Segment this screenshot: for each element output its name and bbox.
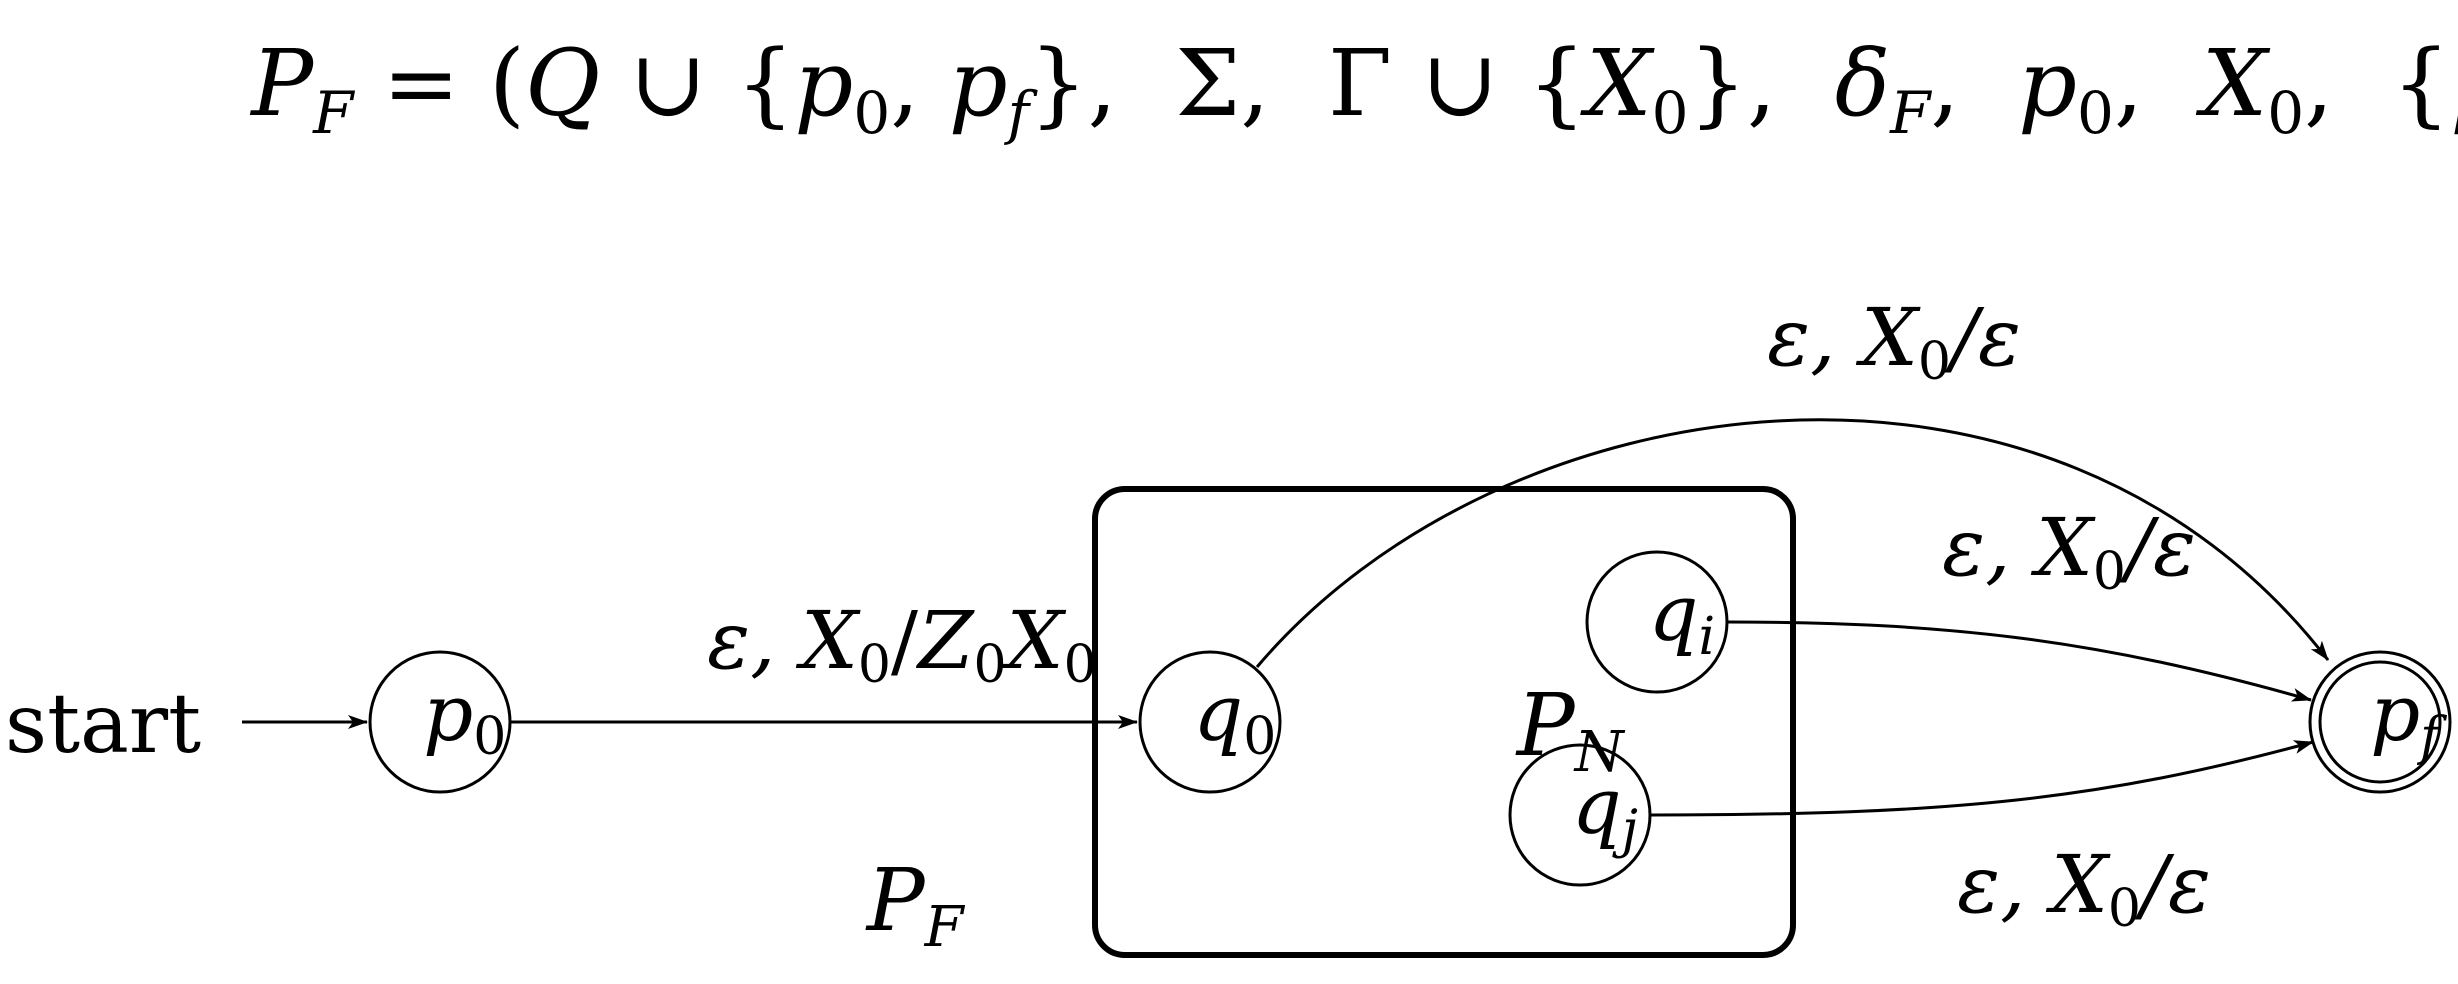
state-pf-name: p <box>2370 669 2420 759</box>
edge-p0-q0-Z: Z <box>915 594 975 687</box>
edge-q0-pf <box>1255 418 2330 668</box>
edge-q0-pf-X-sub: 0 <box>1918 332 1951 392</box>
state-qi-name: q <box>1649 569 1699 659</box>
formula-delta: δ <box>1835 30 1890 137</box>
edge-qi-pf-label: ε, X0/ε <box>1815 501 2272 602</box>
formula-p0: p <box>794 30 853 137</box>
pf-label-name: P <box>865 851 927 951</box>
formula-pfb: p <box>2450 30 2458 137</box>
edge-qj-pf-eps: ε, <box>1957 838 2051 931</box>
edge-qi-pf <box>1726 620 2312 702</box>
edge-qi-pf-X: X <box>2030 501 2096 594</box>
formula-lhs: P <box>249 30 315 137</box>
edge-qj-pf-tail: /ε <box>2134 838 2211 931</box>
formula-p0b-sub: 0 <box>2077 79 2114 147</box>
edge-p0-q0-Z-sub: 0 <box>974 635 1007 695</box>
edge-q0-pf-X: X <box>1855 291 1921 384</box>
formula-close1: }, <box>1029 30 1175 137</box>
state-p0-sub: 0 <box>473 707 506 767</box>
edge-q0-pf-tail: /ε <box>1944 291 2021 384</box>
formula-sigma: Σ <box>1175 30 1240 137</box>
pn-label-sub: N <box>1573 720 1626 785</box>
edge-p0-q0-X2-sub: 0 <box>1064 635 1097 695</box>
edge-p0-q0-X2: X <box>1001 594 1067 687</box>
state-pf-inner <box>2318 660 2442 784</box>
pf-label-sub: F <box>924 895 966 960</box>
state-pf-label: pf <box>2246 669 2458 773</box>
formula-X0: X <box>1580 30 1655 137</box>
state-qj-name: q <box>1572 762 1622 852</box>
formula-p0-sub: 0 <box>853 79 890 147</box>
edge-qj-pf <box>1649 740 2314 817</box>
state-qi-label: qi <box>1525 569 1790 673</box>
formula-lhs-sub: F <box>312 79 355 147</box>
formula-comma1: , <box>890 30 949 137</box>
pf-definition-formula: PF = (Q ∪ {p0, pf}, Σ, Γ ∪ {X0}, δF, p0,… <box>105 30 2458 147</box>
state-pf-sub: f <box>2416 707 2447 767</box>
state-qj-label: qj <box>1448 762 1712 866</box>
edge-qj-pf-label: ε, X0/ε <box>1830 838 2287 939</box>
state-q0 <box>1138 650 1282 794</box>
edge-p0-q0-X: X <box>795 594 861 687</box>
state-p0-name: p <box>423 669 473 759</box>
formula-cup2: ∪ { <box>1392 30 1586 137</box>
pn-label: PN <box>1380 676 1706 792</box>
edge-q0-pf-label: ε, X0/ε <box>1640 291 2097 392</box>
formula-delta-sub: F <box>1889 79 1932 147</box>
start-label: start <box>5 677 201 772</box>
state-qi <box>1585 550 1729 694</box>
edge-p0-q0-eps: ε, <box>707 594 801 687</box>
pn-label-name: P <box>1515 676 1577 776</box>
state-q0-label: q0 <box>1069 669 1350 773</box>
edge-qi-pf-tail: /ε <box>2119 501 2196 594</box>
formula-eq: = ( <box>353 30 524 137</box>
formula-comma4: , <box>2114 30 2202 137</box>
edge-p0-q0-X-sub: 0 <box>858 635 891 695</box>
edge-p0-q0-label: ε, X0/Z0X0 <box>580 594 1173 701</box>
formula-Q: Q <box>525 30 600 137</box>
edge-p0-q0-slash: / <box>891 594 918 687</box>
state-p0 <box>368 650 512 794</box>
edge-q0-pf-eps: ε, <box>1767 291 1861 384</box>
state-qj <box>1508 743 1652 887</box>
formula-comma3: , <box>1930 30 2018 137</box>
formula-close2: }, <box>1689 30 1835 137</box>
state-q0-sub: 0 <box>1243 707 1276 767</box>
state-p0-label: p0 <box>299 669 580 773</box>
formula-cup1: ∪ { <box>600 30 794 137</box>
state-q0-name: q <box>1193 669 1243 759</box>
formula-comma5: , { <box>2304 30 2450 137</box>
state-qi-sub: i <box>1698 607 1715 667</box>
pf-label: PF <box>730 851 1045 967</box>
formula-gamma: Γ <box>1328 30 1392 137</box>
formula-p0b: p <box>2018 30 2077 137</box>
formula-pf: p <box>949 30 1008 137</box>
formula-X0-sub: 0 <box>1652 79 1689 147</box>
edge-qj-pf-X-sub: 0 <box>2108 879 2141 939</box>
formula-comma2: , <box>1240 30 1328 137</box>
formula-X0b: X <box>2196 30 2271 137</box>
edge-qj-pf-X: X <box>2045 838 2111 931</box>
formula-X0b-sub: 0 <box>2267 79 2304 147</box>
edge-qi-pf-eps: ε, <box>1942 501 2036 594</box>
edge-qi-pf-X-sub: 0 <box>2093 542 2126 602</box>
